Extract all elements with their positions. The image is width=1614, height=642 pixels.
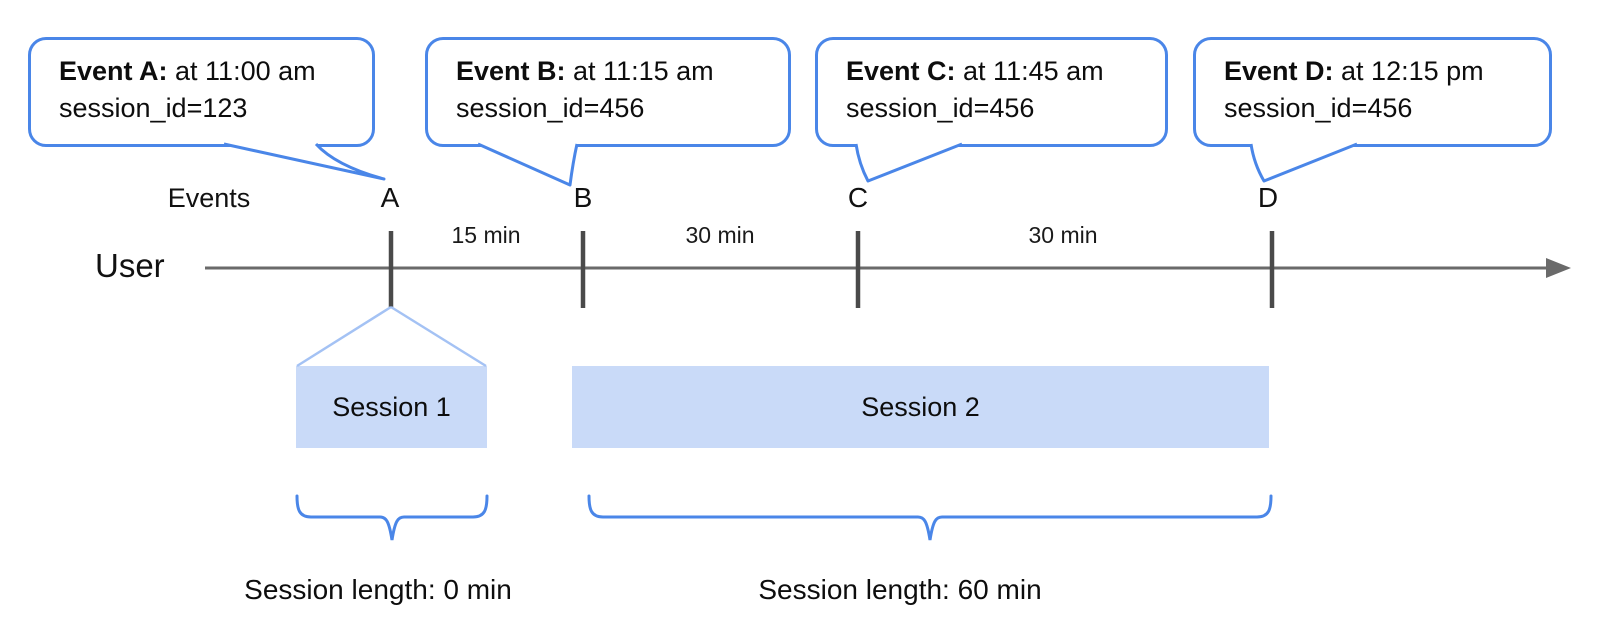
session-1-funnel-left-line: [296, 305, 392, 368]
event-b-time: at 11:15 am: [565, 56, 714, 86]
event-d-session-id: session_id=456: [1224, 93, 1413, 123]
events-axis-label: Events: [167, 183, 251, 213]
timeline-arrowhead-icon: [1546, 258, 1571, 278]
marker-b-label: B: [573, 182, 593, 213]
callout-event-b: Event B: at 11:15 am session_id=456: [425, 37, 791, 147]
user-axis-label: User: [95, 247, 165, 284]
interval-b-c-label: 30 min: [685, 222, 755, 248]
event-c-time: at 11:45 am: [955, 56, 1104, 86]
session-2-length-label: Session length: 60 min: [758, 574, 1042, 605]
session-2-box: Session 2: [572, 366, 1269, 448]
callout-event-c-tail: [854, 142, 963, 183]
callout-event-b-tail: [477, 142, 579, 187]
session-2-label: Session 2: [861, 391, 980, 422]
callout-event-d-tail: [1249, 142, 1358, 183]
callout-event-c: Event C: at 11:45 am session_id=456: [815, 37, 1168, 147]
callout-event-a-tail: [223, 142, 386, 181]
interval-a-b-label: 15 min: [451, 222, 521, 248]
event-d-title: Event D:: [1224, 56, 1334, 86]
callout-event-d-line1: Event D: at 12:15 pm: [1224, 53, 1539, 90]
callout-event-d: Event D: at 12:15 pm session_id=456: [1193, 37, 1552, 147]
event-d-time: at 12:15 pm: [1333, 56, 1484, 86]
marker-a-label: A: [380, 182, 400, 213]
callout-event-a-line1: Event A: at 11:00 am: [59, 53, 362, 90]
session-1-box: Session 1: [296, 366, 487, 448]
event-c-session-id: session_id=456: [846, 93, 1035, 123]
session-1-brace: [295, 494, 489, 541]
session-1-length-label: Session length: 0 min: [244, 574, 512, 605]
callout-event-c-line1: Event C: at 11:45 am: [846, 53, 1155, 90]
event-c-title: Event C:: [846, 56, 956, 86]
session-2-brace: [587, 494, 1273, 541]
session-1-funnel-right-line: [390, 305, 487, 368]
event-a-session-id: session_id=123: [59, 93, 248, 123]
session-1-label: Session 1: [332, 391, 451, 422]
callout-event-b-line1: Event B: at 11:15 am: [456, 53, 778, 90]
event-a-title: Event A:: [59, 56, 168, 86]
event-a-time: at 11:00 am: [167, 56, 316, 86]
marker-c-label: C: [847, 182, 869, 213]
interval-c-d-label: 30 min: [1028, 222, 1098, 248]
callout-event-a: Event A: at 11:00 am session_id=123: [28, 37, 375, 147]
event-b-title: Event B:: [456, 56, 566, 86]
marker-d-label: D: [1257, 182, 1279, 213]
event-b-session-id: session_id=456: [456, 93, 645, 123]
